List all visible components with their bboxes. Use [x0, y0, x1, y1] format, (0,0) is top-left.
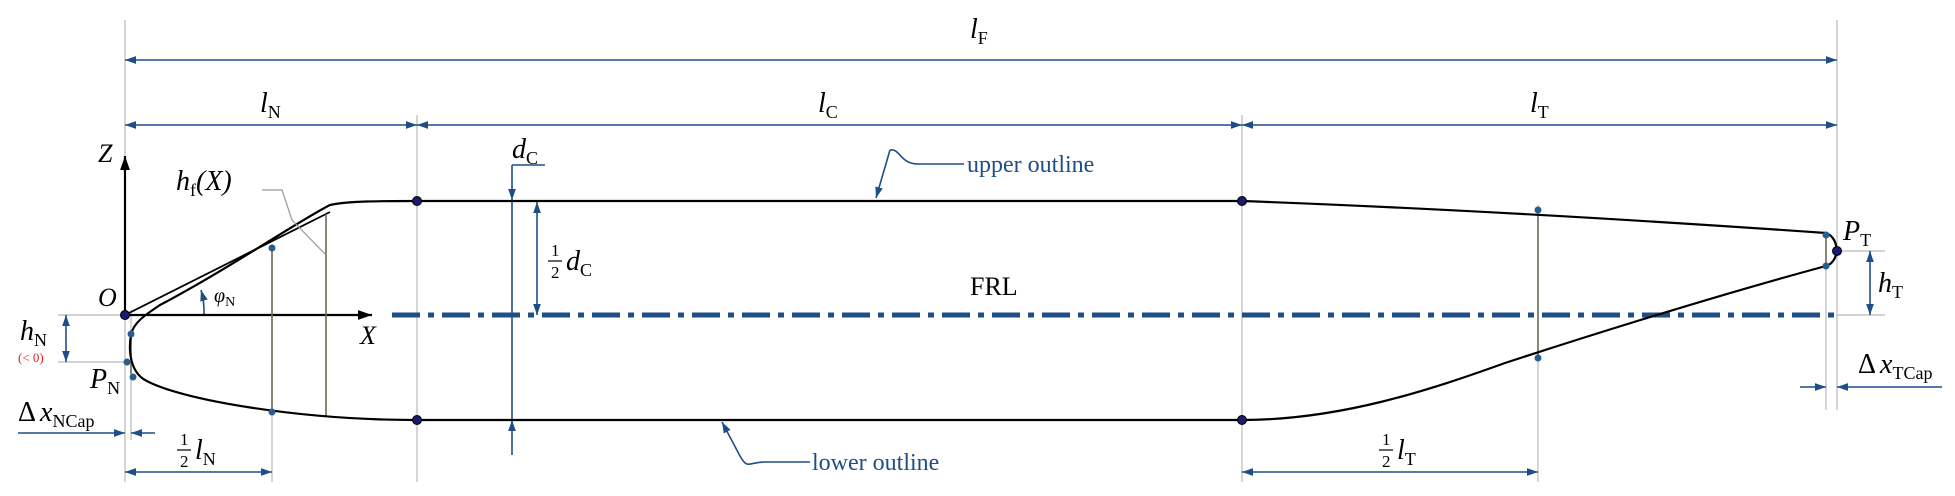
- node-origin: [120, 310, 130, 320]
- nodes: [120, 196, 1842, 425]
- node-c-upper-front: [412, 196, 422, 206]
- dimension-lines: [18, 56, 1942, 476]
- fuselage-outline: [128, 199, 1838, 422]
- label-h-f: hf(X): [176, 166, 232, 200]
- label-half-l-T: lT: [1397, 435, 1416, 469]
- svg-text:1: 1: [1382, 430, 1391, 449]
- label-h-N-note: (< 0): [18, 350, 44, 365]
- extension-lines: [58, 20, 1885, 482]
- label-h-N: hN: [20, 316, 47, 350]
- svg-text:2: 2: [180, 452, 189, 471]
- svg-text:2: 2: [1382, 452, 1391, 471]
- label-z-axis: Z: [98, 139, 113, 168]
- label-P-N: PN: [89, 364, 120, 398]
- axes: [120, 156, 372, 320]
- label-d-C: dC: [512, 134, 538, 168]
- label-half-d-C-den: 2: [551, 263, 560, 282]
- node-c-lower-front: [412, 415, 422, 425]
- label-x-axis: X: [359, 321, 377, 350]
- label-lower-outline: lower outline: [812, 450, 939, 476]
- label-P-T: PT: [1842, 216, 1871, 250]
- label-l-N: lN: [260, 88, 281, 122]
- label-upper-outline: upper outline: [967, 152, 1094, 178]
- label-h-T: hT: [1878, 268, 1903, 302]
- nose-tangent-line: [124, 211, 331, 316]
- label-half-d-C: dC: [566, 246, 592, 280]
- labels: lF lN lC lT dC 1 2 dC hf(X) Z X: [18, 14, 1932, 476]
- label-half-l-N: lN: [195, 435, 216, 469]
- label-origin: O: [98, 283, 117, 312]
- svg-text:1: 1: [180, 430, 189, 449]
- callout-leaders: [262, 149, 964, 466]
- label-half-d-C-num: 1: [551, 241, 560, 260]
- phi-N-arc: [200, 289, 208, 316]
- node-tail-tip: [1832, 246, 1842, 256]
- label-l-C: lC: [818, 88, 838, 122]
- label-phi-N: φN: [214, 285, 235, 310]
- label-l-T: lT: [1530, 88, 1549, 122]
- node-c-upper-rear: [1237, 196, 1247, 206]
- label-l-F: lF: [970, 14, 988, 48]
- label-frl: FRL: [970, 272, 1018, 301]
- node-c-lower-rear: [1237, 415, 1247, 425]
